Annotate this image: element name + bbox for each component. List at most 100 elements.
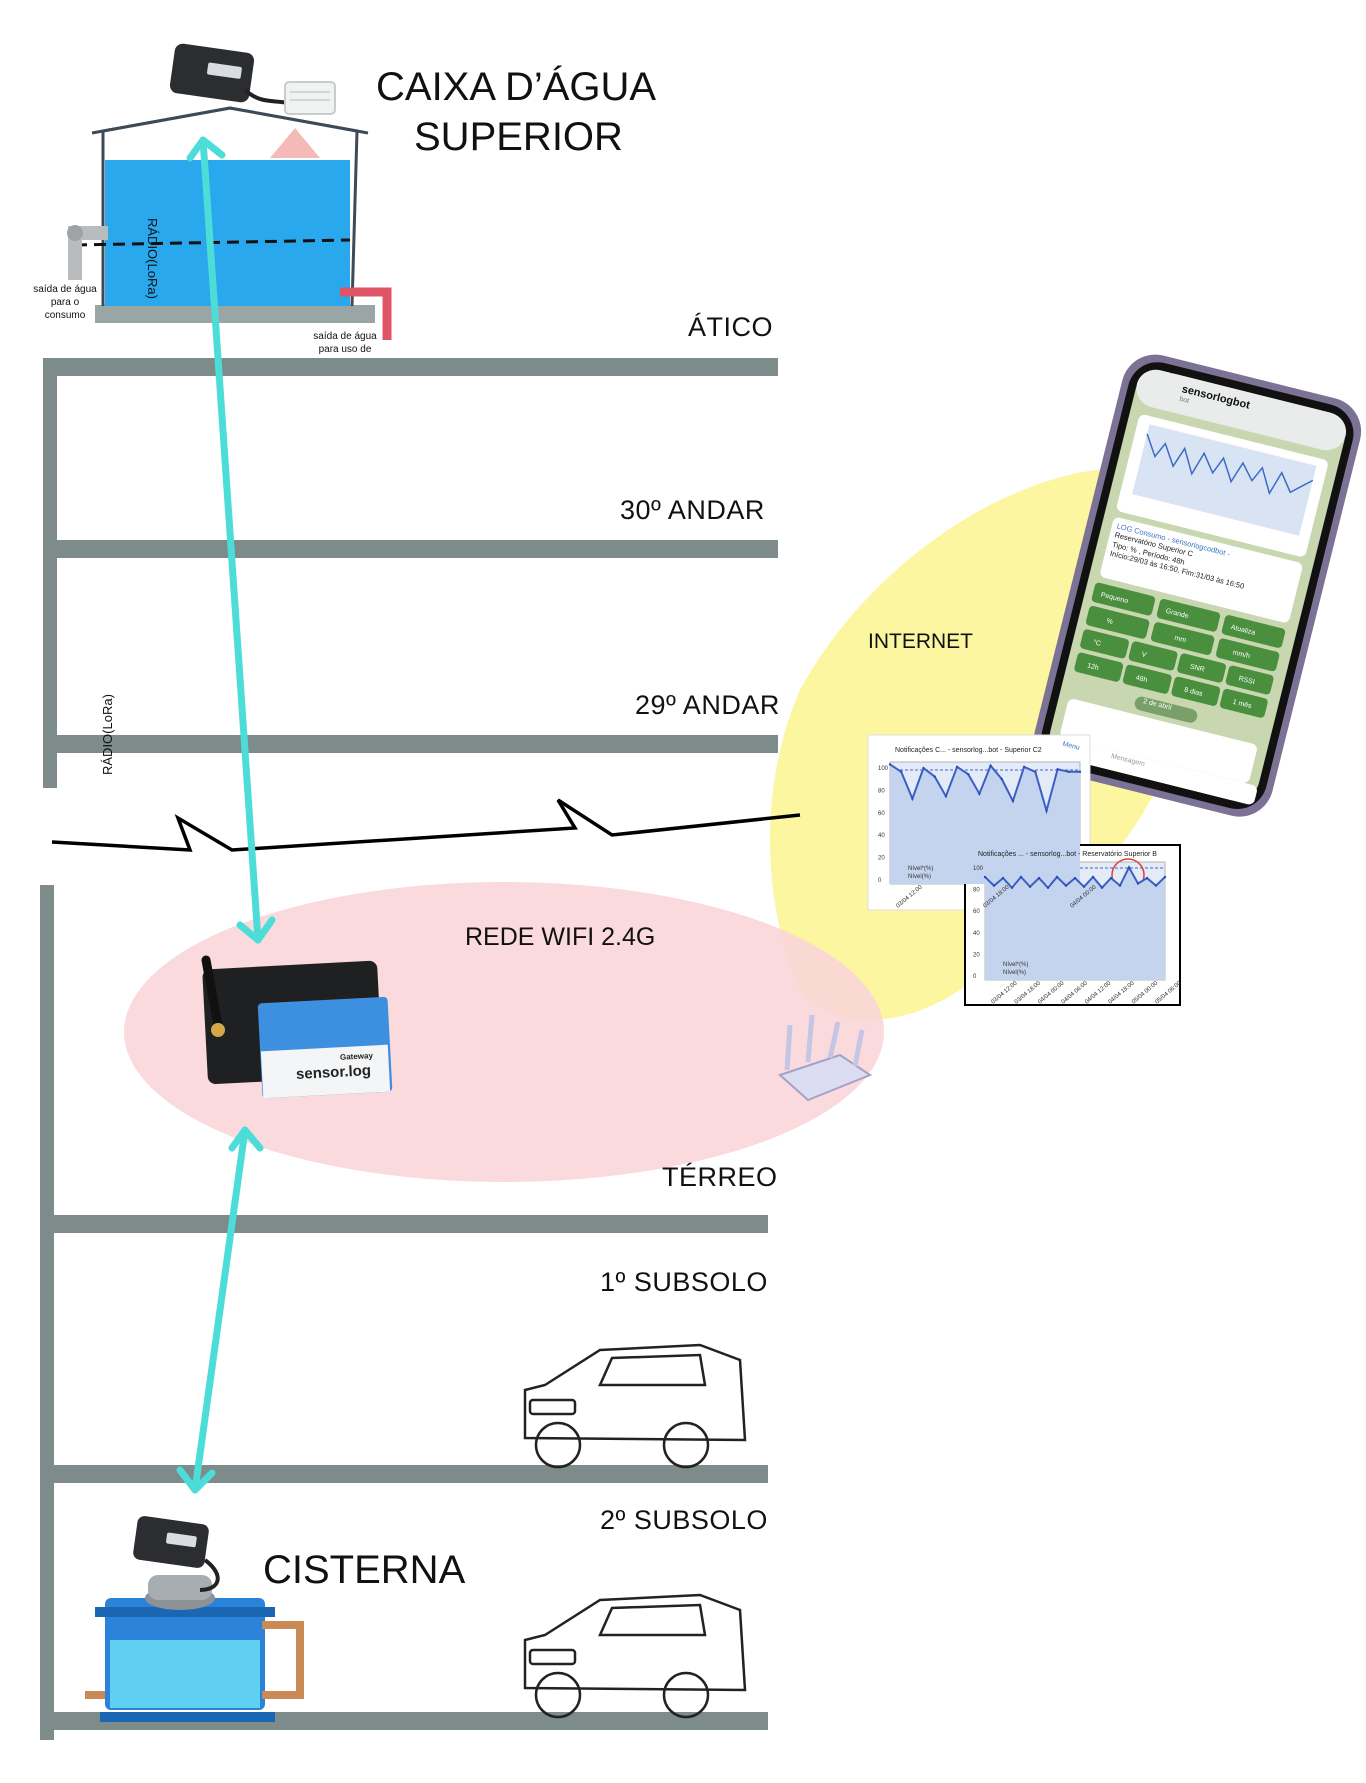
chart-point [1000,777,1003,781]
chart-area-fill [890,764,1080,884]
top-sensor-device [169,43,336,115]
chart-title: Notificações ... - sensorlog...bot - Res… [978,851,1157,858]
gateway-device [201,955,393,1099]
chart-series-line [889,763,1080,815]
chart-point [1034,770,1037,773]
btn-mm[interactable]: mm [1173,634,1187,645]
btn-volt[interactable]: V [1140,651,1147,660]
chart-ytick: 40 [973,931,980,937]
btn-snr[interactable]: SNR [1189,663,1206,674]
chart-point [911,797,914,800]
chart-point [1045,809,1048,812]
lora-arrows [176,136,276,1494]
floor-label-sub2: 2º SUBSOLO [600,1505,768,1535]
chart-point [967,773,970,776]
chart-ytick: 0 [973,974,977,980]
chart-area-fill [985,867,1165,980]
btn-12h[interactable]: 12h [1086,662,1100,673]
phone-menu-button[interactable]: Menu [1061,740,1081,752]
chart-ytick: 100 [878,766,889,772]
wifi-label: REDE WIFI 2.4G [465,923,656,951]
outlet-other-note: saída de água para uso de [313,331,377,355]
chart-point [1067,770,1071,773]
btn-percent[interactable]: % [1105,617,1114,627]
chart-ytick: 60 [973,909,980,915]
cistern-tank [85,1575,304,1722]
gateway-device-label: Gateway [339,1051,374,1062]
btn-mmh[interactable]: mm/h [1231,649,1251,661]
btn-8dias[interactable]: 8 dias [1183,686,1204,698]
chart-point [900,770,903,773]
cistern-sensor-device [133,1516,220,1592]
top-tank-title-line2: SUPERIOR [414,115,623,159]
chart-point [992,884,996,887]
chart-point [978,792,981,795]
btn-1mes[interactable]: 1 mês [1231,698,1253,711]
btn-rssi[interactable]: RSSI [1237,675,1256,687]
chart-ytick: 20 [973,952,980,958]
chart-point [1127,866,1131,869]
chart-point [1001,876,1005,880]
chart-ytick: 100 [973,866,984,872]
chart-ytick: 40 [878,833,885,839]
chart-point [1091,875,1095,879]
wifi-zone [124,882,884,1182]
floor-label-ground: TÉRREO [662,1162,778,1192]
chart-point [1046,886,1050,889]
chart-point [989,764,992,767]
chart-point [933,775,936,778]
chart-point [1136,882,1140,885]
chart1-plot [888,763,1082,884]
chart-point [1154,884,1158,887]
phone-date-chip: 2 de abril [1142,698,1173,712]
chart-point [955,765,959,769]
break-line [51,798,801,852]
chart-point [1073,876,1077,880]
floor-label-30: 30º ANDAR [620,495,765,525]
chart-point [1055,875,1059,879]
floor-label-29: 29º ANDAR [635,690,780,720]
chart-ytick: 0 [878,878,882,884]
chart-point [944,795,948,798]
chart-ytick: 20 [878,856,885,862]
radio-label-wall: RÁDIO(LoRa) [100,694,115,775]
cistern-title: CISTERNA [263,1548,466,1592]
smartphone [1033,354,1362,817]
building-structure [40,358,778,1740]
radio-label-tank: RÁDIO(LoRa) [145,218,160,299]
chart2-plot [983,865,1167,980]
chart-point [1163,875,1167,879]
btn-celsius[interactable]: °C [1092,639,1102,648]
car-sub1 [523,1343,747,1469]
top-water-tank [67,106,392,340]
btn-atualiza[interactable]: Atualiza [1229,624,1256,637]
chart-point [888,763,892,766]
chart-title: Notificações C... - sensorlog...bot - Su… [895,747,1042,754]
floor-label-sub1: 1º SUBSOLO [600,1267,768,1297]
car-sub2 [523,1593,747,1719]
chart-point [1145,876,1149,880]
phone-chart-line [1146,433,1314,496]
chart-ytick: 80 [878,788,885,794]
chart-point [1037,876,1041,880]
chart-legend-entry: Nível(%) [908,874,931,880]
phone-bot-name[interactable]: sensorlogbot [1180,383,1252,412]
phone-bot-sub: bot [1178,395,1190,405]
chart-point [1022,765,1026,769]
chart-point [983,875,987,879]
chart-point [1028,885,1032,888]
chart-point [1109,876,1113,880]
phone-battery: 70% [1320,403,1339,417]
top-tank-title: CAIXA D’ÁGUA SUPERIOR [376,62,656,162]
chart-point [1010,886,1014,889]
chart-point [1011,799,1015,803]
phone-message: LOG Consumo - sensorlogcodbot - Reservat… [1109,522,1302,604]
wifi-router [778,1014,873,1102]
phone-message-input[interactable]: Mensagem [1110,752,1146,769]
internet-label: INTERNET [868,630,973,653]
btn-48h[interactable]: 48h [1134,674,1148,685]
btn-pequeno[interactable]: Pequeno [1099,591,1129,606]
btn-grande[interactable]: Grande [1164,607,1190,621]
chart-point [1064,884,1068,887]
chart-point [1078,770,1082,773]
